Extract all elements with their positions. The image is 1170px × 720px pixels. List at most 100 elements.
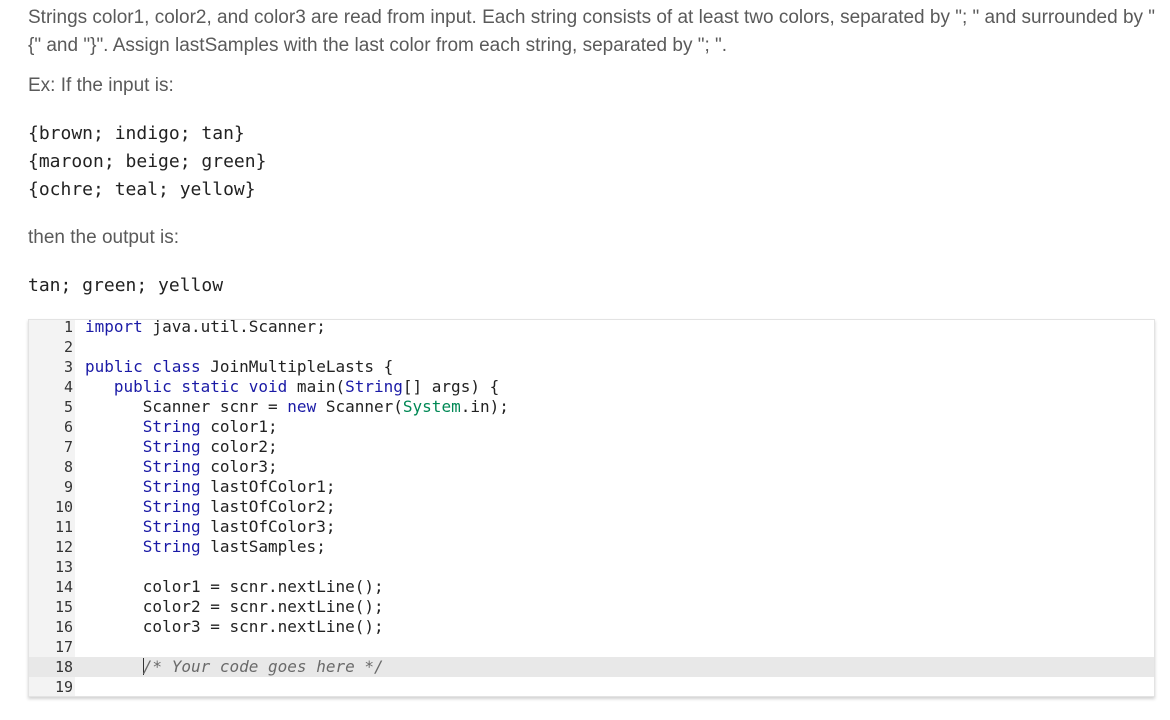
code-text[interactable]: String lastOfColor1; xyxy=(85,477,336,497)
line-number: 6 xyxy=(63,418,73,436)
code-token xyxy=(85,457,143,476)
code-line[interactable]: 13 xyxy=(29,557,1154,577)
line-number: 13 xyxy=(54,558,73,576)
code-token: main( xyxy=(287,377,346,396)
line-number: 8 xyxy=(63,458,73,476)
line-number-gutter xyxy=(29,320,75,696)
code-token: java.util.Scanner; xyxy=(142,319,326,336)
code-token xyxy=(85,377,114,396)
code-token: Scanner scnr = xyxy=(85,397,288,416)
code-line[interactable]: 1 import java.util.Scanner; xyxy=(29,319,1154,337)
code-token: String xyxy=(142,417,201,436)
example-intro: Ex: If the input is: xyxy=(28,75,174,96)
line-number: 7 xyxy=(63,438,73,456)
code-token: String xyxy=(142,437,201,456)
output-intro: then the output is: xyxy=(28,227,180,248)
text-cursor xyxy=(142,658,144,675)
code-line[interactable]: 19 xyxy=(29,677,1154,696)
code-token: new xyxy=(287,397,317,416)
code-text[interactable]: String lastOfColor3; xyxy=(85,517,336,537)
code-token: color3 = scnr.nextLine(); xyxy=(85,617,384,636)
code-line[interactable]: 14 color1 = scnr.nextLine(); xyxy=(29,577,1154,597)
line-number: 10 xyxy=(54,498,73,516)
code-token xyxy=(85,477,143,496)
sample-input-line: {brown; indigo; tan} xyxy=(28,123,245,144)
sample-input-block: {brown; indigo; tan} {maroon; beige; gree… xyxy=(28,120,266,204)
code-text[interactable]: /* Your code goes here */ xyxy=(85,657,384,677)
code-token: color1; xyxy=(200,417,278,436)
code-line[interactable]: 3 public class JoinMultipleLasts { xyxy=(29,357,1154,377)
code-line[interactable]: 18 /* Your code goes here */ xyxy=(29,657,1154,677)
line-number: 15 xyxy=(54,598,73,616)
code-token: .in); xyxy=(460,397,509,416)
code-text[interactable]: String color1; xyxy=(85,417,278,437)
code-token: lastOfColor1; xyxy=(200,477,336,496)
code-line[interactable]: 15 color2 = scnr.nextLine(); xyxy=(29,597,1154,617)
code-line[interactable]: 6 String color1; xyxy=(29,417,1154,437)
code-line[interactable]: 2 xyxy=(29,337,1154,357)
line-number: 18 xyxy=(54,658,73,676)
sample-output-block: tan; green; yellow xyxy=(28,272,223,300)
code-token: String xyxy=(142,477,201,496)
code-token: public class xyxy=(85,357,201,376)
code-token: String xyxy=(142,457,201,476)
code-text[interactable]: String color2; xyxy=(85,437,278,457)
code-token: [] args) { xyxy=(402,377,500,396)
code-line[interactable]: 5 Scanner scnr = new Scanner(System.in); xyxy=(29,397,1154,417)
code-token xyxy=(85,657,143,676)
code-text[interactable]: public class JoinMultipleLasts { xyxy=(85,357,393,377)
code-token xyxy=(85,497,143,516)
line-number: 5 xyxy=(63,398,73,416)
sample-input-line: {maroon; beige; green} xyxy=(28,151,267,172)
line-number: 14 xyxy=(54,578,73,596)
code-text[interactable]: String lastOfColor2; xyxy=(85,497,336,517)
code-token: String xyxy=(142,497,201,516)
code-token: String xyxy=(345,377,403,396)
line-number: 19 xyxy=(54,678,73,696)
sample-output-line: tan; green; yellow xyxy=(28,275,224,296)
code-token: System xyxy=(402,397,461,416)
line-number: 2 xyxy=(63,338,73,356)
code-text[interactable]: public static void main(String[] args) { xyxy=(85,377,499,397)
code-text[interactable]: String lastSamples; xyxy=(85,537,326,557)
code-token xyxy=(85,517,143,536)
line-number: 1 xyxy=(63,319,73,336)
code-token: String xyxy=(142,517,201,536)
code-line[interactable]: 16 color3 = scnr.nextLine(); xyxy=(29,617,1154,637)
code-token: String xyxy=(142,537,201,556)
code-text[interactable]: String color3; xyxy=(85,457,278,477)
line-number: 9 xyxy=(63,478,73,496)
line-number: 17 xyxy=(54,638,73,656)
code-token: color2; xyxy=(200,437,278,456)
line-number: 11 xyxy=(54,518,73,536)
line-number: 12 xyxy=(54,538,73,556)
code-line[interactable]: 7 String color2; xyxy=(29,437,1154,457)
code-text[interactable]: Scanner scnr = new Scanner(System.in); xyxy=(85,397,509,417)
code-token xyxy=(85,537,143,556)
code-line[interactable]: 8 String color3; xyxy=(29,457,1154,477)
code-token: color2 = scnr.nextLine(); xyxy=(85,597,384,616)
line-number: 16 xyxy=(54,618,73,636)
code-editor[interactable]: 1 import java.util.Scanner; 2 3 public class… xyxy=(28,319,1155,697)
code-line[interactable]: 9 String lastOfColor1; xyxy=(29,477,1154,497)
code-line[interactable]: 12 String lastSamples; xyxy=(29,537,1154,557)
code-token: public static void xyxy=(113,377,288,396)
code-comment: /* Your code goes here */ xyxy=(142,657,384,676)
code-token: import xyxy=(85,319,143,336)
code-line[interactable]: 10 String lastOfColor2; xyxy=(29,497,1154,517)
code-text[interactable]: color1 = scnr.nextLine(); xyxy=(85,577,384,597)
code-text[interactable]: color2 = scnr.nextLine(); xyxy=(85,597,384,617)
code-line[interactable]: 17 xyxy=(29,637,1154,657)
code-token: lastSamples; xyxy=(200,537,326,556)
code-token: lastOfColor2; xyxy=(200,497,336,516)
line-number: 3 xyxy=(63,358,73,376)
code-line[interactable]: 4 public static void main(String[] args)… xyxy=(29,377,1154,397)
code-token: Scanner( xyxy=(316,397,403,416)
code-token: color3; xyxy=(200,457,278,476)
problem-description: Strings color1, color2, and color3 are r… xyxy=(28,7,1156,56)
code-line[interactable]: 11 String lastOfColor3; xyxy=(29,517,1154,537)
code-text[interactable]: import java.util.Scanner; xyxy=(85,319,326,337)
code-token xyxy=(85,417,143,436)
code-text[interactable]: color3 = scnr.nextLine(); xyxy=(85,617,384,637)
sample-input-line: {ochre; teal; yellow} xyxy=(28,179,256,200)
